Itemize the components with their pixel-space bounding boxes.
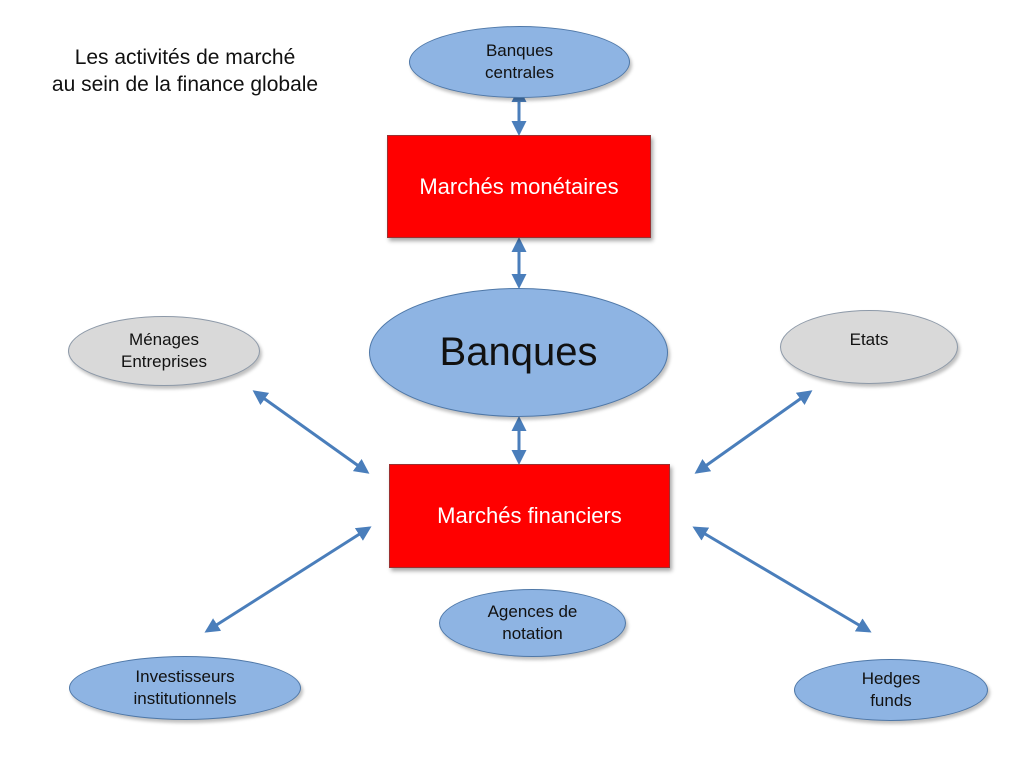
node-banques: Banques xyxy=(369,288,668,417)
node-menages-entreprises-line1: Ménages xyxy=(129,330,199,349)
node-investisseurs-institutionnels: Investisseurs institutionnels xyxy=(69,656,301,720)
node-marches-monetaires: Marchés monétaires xyxy=(387,135,651,238)
node-agences-notation-line2: notation xyxy=(502,624,563,643)
diagram-title-line1: Les activités de marché xyxy=(74,46,296,69)
node-agences-notation: Agences de notation xyxy=(439,589,626,657)
node-hedges-funds-line2: funds xyxy=(870,691,912,710)
node-menages-entreprises: Ménages Entreprises xyxy=(68,316,260,386)
node-banques-centrales-line1: Banques xyxy=(485,41,554,60)
arrow-etats-financiers xyxy=(694,390,813,474)
node-investisseurs-line2: institutionnels xyxy=(133,689,237,708)
arrow-menages-financiers xyxy=(252,390,370,474)
diagram-title-line2: au sein de la finance globale xyxy=(51,73,319,96)
node-banques-label: Banques xyxy=(439,330,598,374)
node-banques-centrales-line2: centrales xyxy=(485,63,554,82)
node-investisseurs-line1: Investisseurs xyxy=(135,667,235,686)
node-marches-financiers: Marchés financiers xyxy=(389,464,670,568)
node-menages-entreprises-line2: Entreprises xyxy=(121,352,207,371)
node-marches-financiers-label: Marchés financiers xyxy=(437,503,622,528)
node-hedges-funds: Hedges funds xyxy=(794,659,988,721)
node-etats-label: Etats xyxy=(849,330,889,349)
arrow-hedges-financiers xyxy=(692,526,872,633)
node-etats: Etats xyxy=(780,310,958,384)
diagram-title: Les activités de marché au sein de la fi… xyxy=(20,44,350,98)
node-agences-notation-line1: Agences de xyxy=(487,602,578,621)
node-hedges-funds-line1: Hedges xyxy=(861,669,921,688)
node-banques-centrales: Banques centrales xyxy=(409,26,630,98)
node-marches-monetaires-label: Marchés monétaires xyxy=(419,173,619,199)
arrow-investisseurs-financiers xyxy=(204,526,372,633)
